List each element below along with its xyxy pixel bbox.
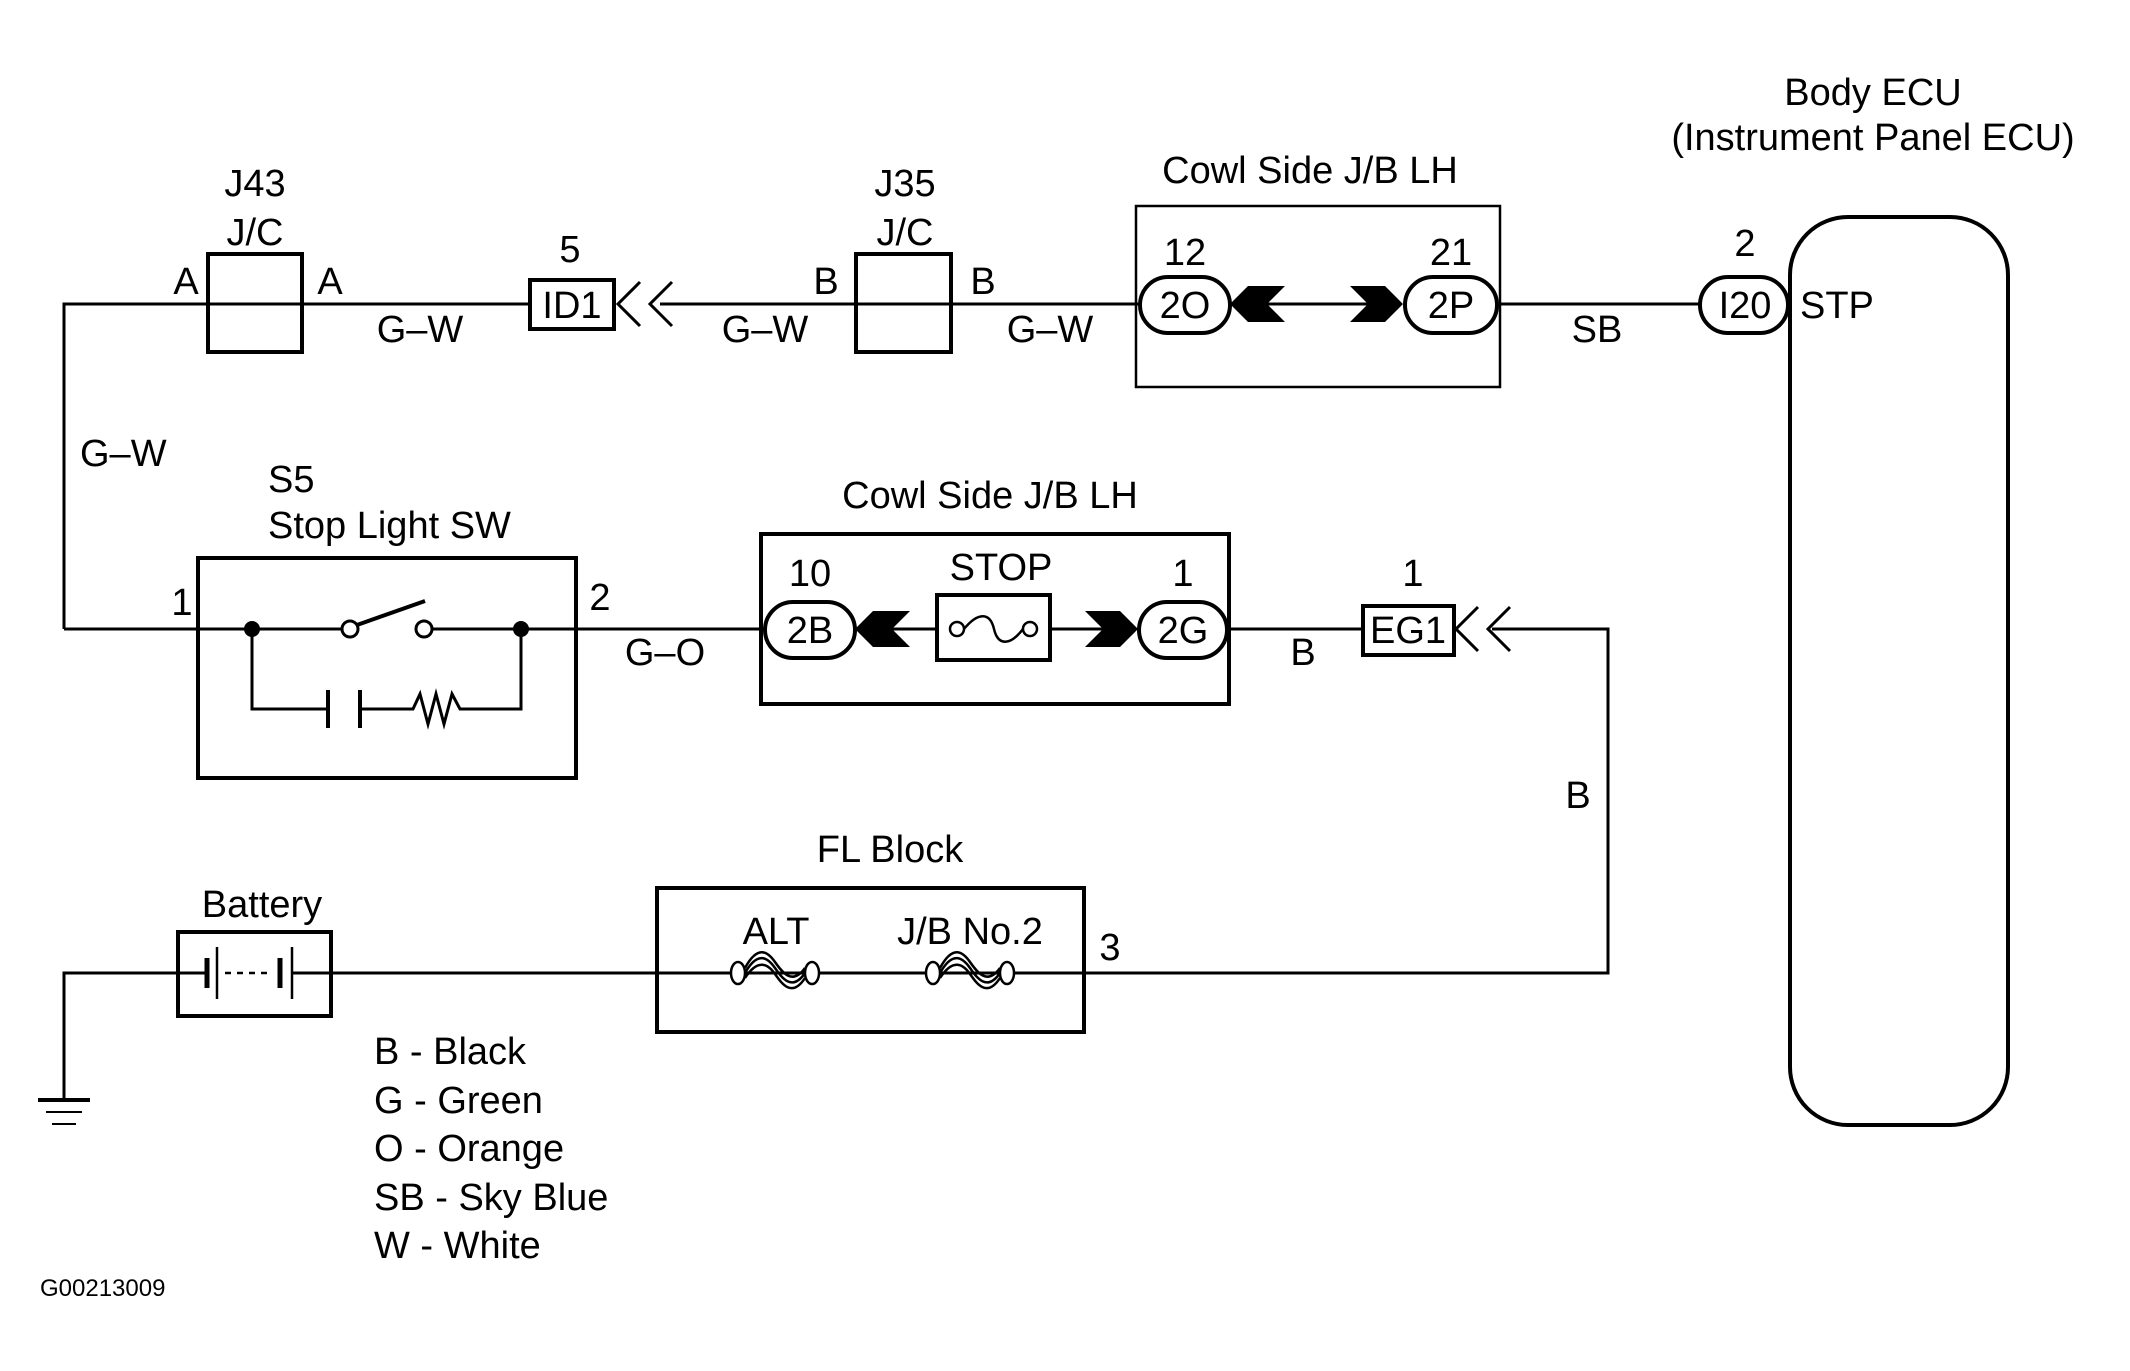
connector-eg1[interactable]: 1 EG1	[1361, 553, 1512, 657]
wire-label-switch-cowl: G–O	[625, 632, 705, 674]
battery-label: Battery	[202, 884, 322, 926]
cowl-side-jb-top[interactable]: Cowl Side J/B LH 12 2O 21 2P	[1134, 150, 1502, 389]
wires	[62, 302, 1700, 1100]
ecu-subtitle: (Instrument Panel ECU)	[1671, 117, 2074, 159]
j43-pin-left: A	[173, 261, 199, 303]
connector-arrow-icon	[1085, 611, 1138, 647]
ecu-conn: I20	[1719, 285, 1772, 327]
switch-contact	[414, 619, 434, 639]
legend-item: G - Green	[374, 1080, 543, 1122]
cowl-top-title: Cowl Side J/B LH	[1162, 150, 1458, 192]
connector-arrow-icon	[1230, 286, 1285, 322]
color-legend: B - Black G - Green O - Orange SB - Sky …	[374, 1031, 608, 1267]
j35-pin-right: B	[970, 261, 995, 303]
connector-arrow-icon	[1350, 286, 1403, 322]
ecu-pin: 2	[1734, 223, 1755, 265]
legend-item: B - Black	[374, 1031, 527, 1073]
connector-chevron-icon	[615, 280, 642, 328]
switch-lever	[356, 599, 426, 627]
cowl-top-right-conn: 2P	[1428, 285, 1474, 327]
switch-contact	[340, 619, 360, 639]
cowl-top-right-pin: 21	[1430, 232, 1472, 274]
switch-pin-right: 2	[589, 577, 610, 619]
ecu-terminal: STP	[1800, 285, 1874, 327]
wire-label-id1-j35: G–W	[722, 309, 809, 351]
wire-label-j35-cowl: G–W	[1007, 309, 1094, 351]
connector-chevron-icon	[647, 280, 674, 328]
fuse-stop-label: STOP	[950, 547, 1053, 589]
eg1-label: EG1	[1370, 610, 1446, 652]
eg1-pin: 1	[1402, 553, 1423, 595]
ground-icon	[38, 1098, 90, 1125]
cowl-mid-left-conn: 2B	[787, 610, 833, 652]
legend-item: SB - Sky Blue	[374, 1177, 608, 1219]
switch-name: Stop Light SW	[268, 505, 511, 547]
fusible-link-icon	[924, 951, 1016, 990]
j35-code: J35	[874, 163, 935, 205]
cowl-mid-right-conn: 2G	[1158, 610, 1209, 652]
wire-label-j43-id1: G–W	[377, 309, 464, 351]
junction-connector-j43[interactable]: J43 J/C A A	[173, 163, 343, 354]
wire-label-cowl-ecu: SB	[1572, 309, 1623, 351]
switch-code: S5	[268, 459, 314, 501]
switch-pin-left: 1	[171, 582, 192, 624]
wire-label-left-vertical: G–W	[80, 433, 167, 475]
fl-block-title: FL Block	[817, 829, 964, 871]
body-ecu[interactable]: Body ECU (Instrument Panel ECU) 2 I20 ST…	[1671, 72, 2075, 1127]
battery[interactable]: Battery	[176, 884, 333, 1018]
id1-label: ID1	[542, 285, 601, 327]
cowl-top-left-conn: 2O	[1160, 285, 1211, 327]
cowl-mid-title: Cowl Side J/B LH	[842, 475, 1138, 517]
fuse-alt-label: ALT	[743, 911, 810, 953]
wire-label-cowl-eg1: B	[1290, 632, 1315, 674]
connector-arrow-icon	[855, 611, 910, 647]
ecu-title: Body ECU	[1784, 72, 1961, 114]
figure-id: G00213009	[40, 1275, 165, 1302]
j35-type: J/C	[877, 212, 934, 254]
cowl-top-left-pin: 12	[1164, 232, 1206, 274]
cowl-mid-left-pin: 10	[789, 553, 831, 595]
fl-block[interactable]: FL Block ALT J/B No.2 3	[655, 829, 1121, 1034]
wire-eg1-fl	[1084, 627, 1610, 975]
wire-ground-battery	[62, 971, 178, 1100]
id1-pin: 5	[559, 229, 580, 271]
connector-id1[interactable]: 5 ID1	[528, 229, 674, 331]
j43-code: J43	[224, 163, 285, 205]
cowl-side-jb-mid[interactable]: Cowl Side J/B LH 10 2B STOP 1 2G	[759, 475, 1231, 706]
fusible-link-icon	[729, 951, 821, 990]
fuse-icon	[963, 615, 1024, 643]
resistor-icon	[360, 629, 523, 730]
legend-item: O - Orange	[374, 1128, 564, 1170]
wire-label-eg1-fl: B	[1565, 775, 1590, 817]
fuse-jb-no2-label: J/B No.2	[897, 911, 1043, 953]
stop-light-switch[interactable]: S5 Stop Light SW 1 2	[171, 459, 611, 780]
j43-pin-right: A	[317, 261, 343, 303]
j43-type: J/C	[227, 212, 284, 254]
cowl-mid-right-pin: 1	[1172, 553, 1193, 595]
j35-pin-left: B	[813, 261, 838, 303]
connector-chevron-icon	[1485, 605, 1512, 653]
legend-item: W - White	[374, 1225, 541, 1267]
junction-connector-j35[interactable]: J35 J/C B B	[813, 163, 996, 354]
connector-chevron-icon	[1453, 605, 1480, 653]
fl-block-pin: 3	[1099, 927, 1120, 969]
wire-left-vertical	[62, 302, 208, 629]
